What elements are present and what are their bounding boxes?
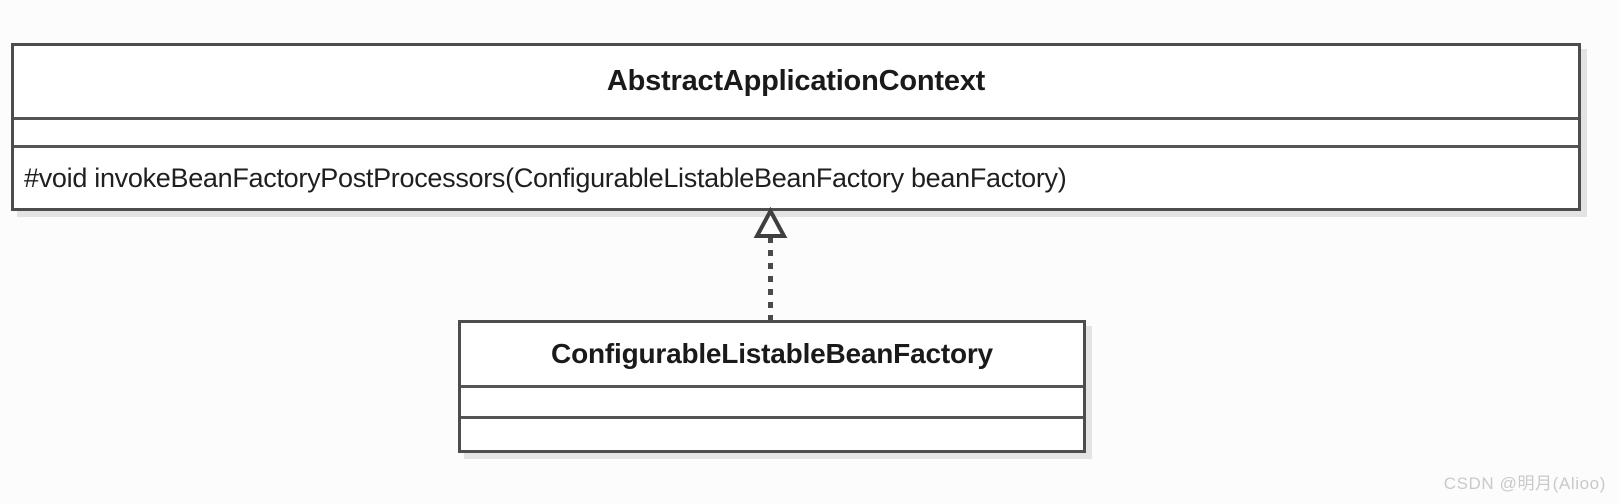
uml-class-configurable-listable-bean-factory[interactable]: ConfigurableListableBeanFactory	[458, 320, 1086, 453]
attributes-compartment-configurable-listable-bean-factory	[461, 385, 1083, 416]
watermark-label: CSDN @明月(Alioo)	[1443, 474, 1606, 493]
methods-compartment-configurable-listable-bean-factory	[461, 416, 1083, 447]
class-name-abstract-application-context: AbstractApplicationContext	[14, 46, 1578, 117]
uml-class-abstract-application-context[interactable]: AbstractApplicationContext #void invokeB…	[11, 43, 1581, 211]
attributes-compartment-abstract-application-context	[14, 117, 1578, 145]
class-name-configurable-listable-bean-factory: ConfigurableListableBeanFactory	[461, 323, 1083, 385]
realization-connector-icon	[753, 206, 788, 325]
method-invoke-bean-factory-post-processors: #void invokeBeanFactoryPostProcessors(Co…	[14, 145, 1578, 205]
